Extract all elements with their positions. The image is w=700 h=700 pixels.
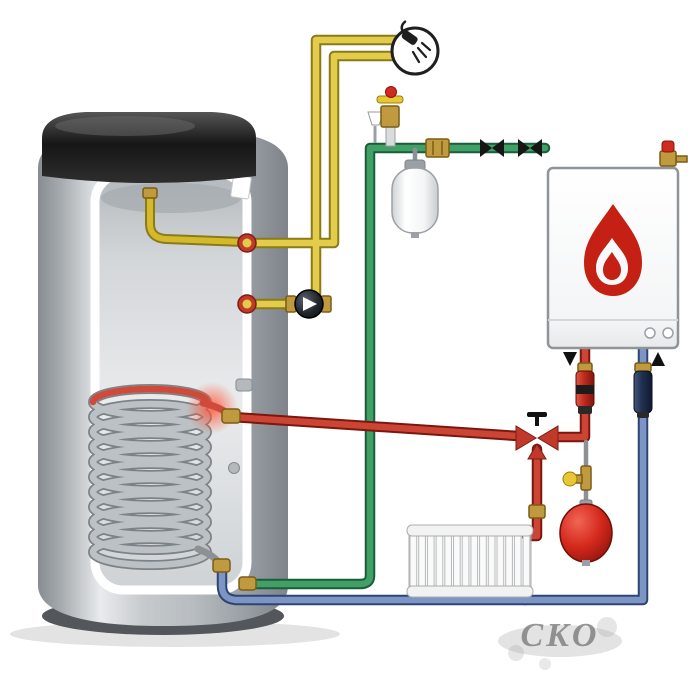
watermark-text: CKO	[521, 617, 600, 654]
cold-inlet-fitting	[238, 576, 257, 591]
sensor-pocket	[235, 378, 253, 392]
watermark: CKO	[498, 617, 622, 670]
relief-cap	[385, 86, 397, 98]
coil-inlet-fitting	[221, 408, 241, 424]
flow-arrow-down	[563, 352, 577, 366]
boiler	[546, 166, 680, 350]
radiator	[406, 524, 534, 598]
check-valve	[425, 138, 450, 158]
boiler-safety-valve	[659, 140, 688, 167]
gate-valve-2	[518, 139, 542, 157]
shower-outlet	[390, 20, 440, 76]
magnetic-filter	[633, 362, 653, 418]
shower-icon	[400, 20, 432, 64]
pump-rotor-icon	[303, 297, 317, 311]
dhw-expansion-vessel	[391, 159, 439, 238]
filling-valve	[562, 465, 592, 491]
cylinder-fittings	[212, 233, 257, 591]
coil-outlet-fitting	[212, 558, 231, 573]
dhw-circulation-pump	[285, 289, 332, 319]
cold-water-pipe	[241, 142, 551, 590]
safety-valve-group	[367, 86, 404, 147]
gate-valve-1	[480, 139, 504, 157]
plugged-boss	[228, 462, 240, 474]
hot-water-pipe	[238, 34, 410, 310]
cap-sheen	[55, 116, 195, 136]
flow-arrow-up	[651, 352, 665, 366]
heating-pump	[575, 362, 595, 414]
hot-water-cylinder	[10, 112, 340, 647]
coil-hot-turn	[89, 385, 211, 406]
heating-expansion-vessel	[559, 499, 613, 566]
internal-outlet-pipe	[142, 187, 249, 247]
radiator-valve	[528, 504, 546, 519]
flame-icon	[584, 204, 642, 296]
three-way-valve	[515, 412, 559, 460]
tundish-funnel	[367, 111, 385, 126]
boiler-indicator-lights	[644, 327, 674, 339]
